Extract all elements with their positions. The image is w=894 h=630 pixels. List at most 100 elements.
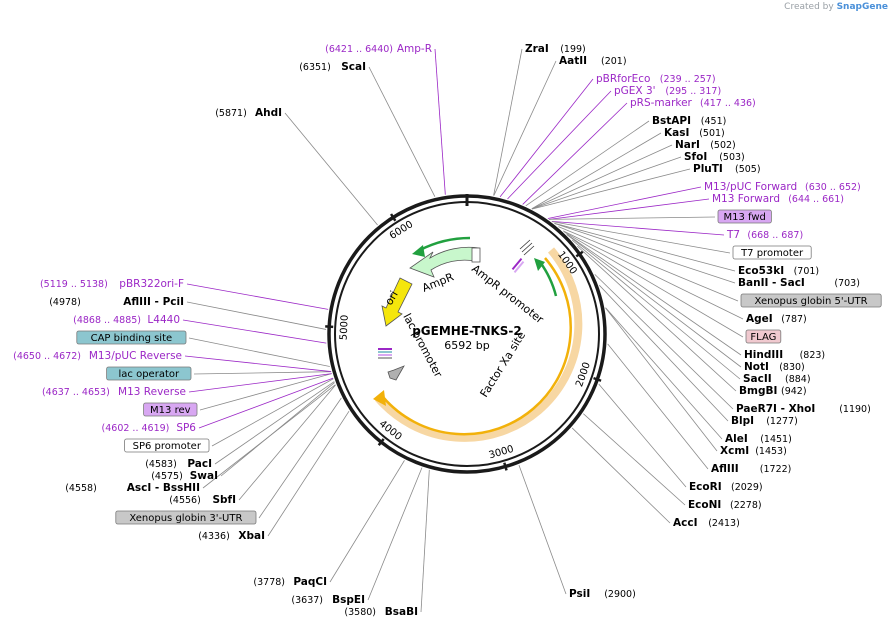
site-coord-blpi-r-25: (1277) (766, 416, 798, 427)
site-coord-alei-r-26: (1451) (760, 434, 792, 445)
leader-ecori-r-29 (598, 383, 687, 488)
site-coord-bmgbi-r-23: (942) (781, 386, 807, 397)
site-coord-swai-l-7: (4575) (151, 471, 183, 482)
tick-label-6000: 6000 (388, 219, 415, 242)
site-name-asci-bsshii-l-6: AscI - BssHII (127, 482, 200, 494)
leader-bstapi-r-5 (525, 120, 650, 207)
inner-label-lac-promoter: lac promoter (400, 311, 445, 380)
leader-xenopus-globin-3-utr-l-4 (258, 397, 342, 519)
feature-label-flag-r-19: FLAG (750, 332, 776, 343)
site-name-m13-forward-r-11: M13 Forward (712, 193, 780, 205)
feature-label-xenopus-globin-5-utr-r-17: Xenopus globin 5'-UTR (755, 296, 868, 307)
site-name-xcmi-r-27: XcmI (720, 445, 749, 457)
leader-sbfi-l-5 (238, 384, 336, 501)
leader-sfoi-r-8 (531, 156, 682, 210)
green-arc-right-arrowhead (534, 258, 545, 271)
site-coord-noti-r-21: (830) (779, 362, 805, 373)
leader-xenopus-globin-5-utr-r-17 (558, 226, 739, 302)
leader-noti-r-21 (567, 234, 742, 368)
leader-pluti-r-9 (532, 168, 691, 210)
leader-alei-r-26 (605, 307, 723, 440)
site-coord-xcmi-r-27: (1453) (755, 446, 787, 457)
site-coord-nari-r-7: (502) (710, 140, 736, 151)
ampR-promoter-feature (471, 247, 481, 263)
site-coord-sbfi-l-5: (4556) (169, 495, 201, 506)
site-coord-afliii-r-28: (1722) (760, 464, 792, 475)
leader-xbai-l-3 (267, 410, 350, 537)
leader-hindiii-r-20 (566, 233, 742, 356)
site-coord-ecori-r-29: (2029) (731, 482, 763, 493)
site-name-m13-puc-forward-r-10: M13/pUC Forward (704, 181, 797, 193)
inner-label-ampR-promoter: AmpR promoter (469, 262, 546, 326)
site-coord-psii-r-32: (2900) (604, 589, 636, 600)
leader-amp-r-l-21 (434, 48, 446, 195)
leader-sp6-l-10 (198, 377, 334, 429)
leader-pbrforeco-r-2 (499, 78, 594, 198)
leader-zrai-r-0 (493, 48, 523, 196)
feature-box-m13-fwd-r-12 (717, 209, 772, 224)
leader-cap-binding-site-l-15 (188, 337, 330, 367)
feature-label-t7-promoter-r-14: T7 promoter (740, 248, 804, 259)
leader-lac-operator-l-13 (193, 371, 332, 375)
leader-econi-r-30 (583, 413, 686, 506)
site-coord-pgex-3-r-3: (295 .. 317) (665, 86, 721, 97)
site-name-hindiii-r-20: HindIII (744, 349, 783, 361)
site-coord-hindiii-r-20: (823) (800, 350, 826, 361)
leader-pgex-3-r-3 (507, 90, 612, 200)
site-coord-acci-r-31: (2413) (708, 518, 740, 529)
site-name-blpi-r-25: BlpI (731, 415, 754, 427)
site-name-amp-r-l-21: Amp-R (397, 43, 432, 55)
site-coord-kasi-r-6: (501) (699, 128, 725, 139)
feature-label-cap-binding-site-l-15: CAP binding site (91, 333, 173, 344)
site-coord-afliii-pcii-l-17: (4978) (49, 297, 81, 308)
site-name-alei-r-26: AleI (725, 433, 748, 445)
site-name-swai-l-7: SwaI (190, 470, 218, 482)
site-coord-pbrforeco-r-2: (239 .. 257) (660, 74, 716, 85)
site-coord-t7-r-13: (668 .. 687) (747, 230, 803, 241)
site-name-banii-saci-r-16: BanII - SacI (738, 277, 805, 289)
site-name-afliii-pcii-l-17: AflIII - PciI (123, 296, 184, 308)
feature-label-sp6-promoter-l-9: SP6 promoter (133, 441, 202, 452)
site-coord-pluti-r-9: (505) (735, 164, 761, 175)
leader-flag-r-19 (564, 231, 744, 338)
site-coord-m13-forward-r-11: (644 .. 661) (788, 194, 844, 205)
feature-layer (373, 236, 583, 442)
feature-label-xenopus-globin-3-utr-l-4: Xenopus globin 3'-UTR (129, 513, 242, 524)
site-name-ahdi-l-19: AhdI (255, 107, 282, 119)
site-coord-sfoi-r-8: (503) (719, 152, 745, 163)
leader-t7-r-13 (551, 220, 725, 236)
site-coord-bspei-l-1: (3637) (291, 595, 323, 606)
leader-afliii-pcii-l-17 (186, 301, 327, 330)
plasmid-length: 6592 bp (444, 339, 489, 352)
orf-glow-arc (374, 247, 583, 442)
inner-label-ori: ori (382, 289, 400, 308)
site-coord-banii-saci-r-16: (703) (834, 278, 860, 289)
tick-6000 (390, 213, 397, 222)
ampR-feature (409, 246, 480, 278)
site-label-layer: ZraI(199)AatII(201)pBRforEco(239 .. 257)… (13, 43, 882, 618)
site-name-aatii-r-1: AatII (559, 55, 587, 67)
leader-m13-reverse-l-12 (188, 373, 332, 393)
site-name-pgex-3-r-3: pGEX 3' (614, 85, 656, 97)
green-arc-right (538, 261, 558, 297)
site-name-noti-r-21: NotI (744, 361, 769, 373)
site-name-bsabi-l-0: BsaBI (385, 606, 418, 618)
feature-box-t7-promoter-r-14 (732, 245, 812, 260)
credit-prefix: Created by (784, 2, 834, 12)
site-coord-pbr322ori-f-l-18: (5119 .. 5138) (40, 279, 108, 290)
site-coord-m13-puc-forward-r-10: (630 .. 652) (805, 182, 861, 193)
leader-l4440-l-16 (182, 319, 327, 344)
leader-m13-puc-reverse-l-14 (184, 355, 332, 372)
feature-box-cap-binding-site-l-15 (76, 330, 187, 345)
site-name-bstapi-r-5: BstAPI (652, 115, 691, 127)
site-name-paer7i-xhoi-r-24: PaeR7I - XhoI (736, 403, 815, 415)
site-coord-paer7i-xhoi-r-24: (1190) (839, 404, 871, 415)
leader-m13-forward-r-11 (549, 198, 710, 220)
leader-t7-promoter-r-14 (552, 221, 731, 254)
leader-afliii-r-28 (607, 343, 709, 470)
orf-arc (382, 257, 572, 436)
site-name-bspei-l-1: BspEI (332, 594, 365, 606)
site-coord-ahdi-l-19: (5871) (215, 108, 247, 119)
leader-pbr322ori-f-l-18 (186, 283, 329, 310)
site-name-prs-marker-r-4: pRS-marker (630, 97, 693, 109)
